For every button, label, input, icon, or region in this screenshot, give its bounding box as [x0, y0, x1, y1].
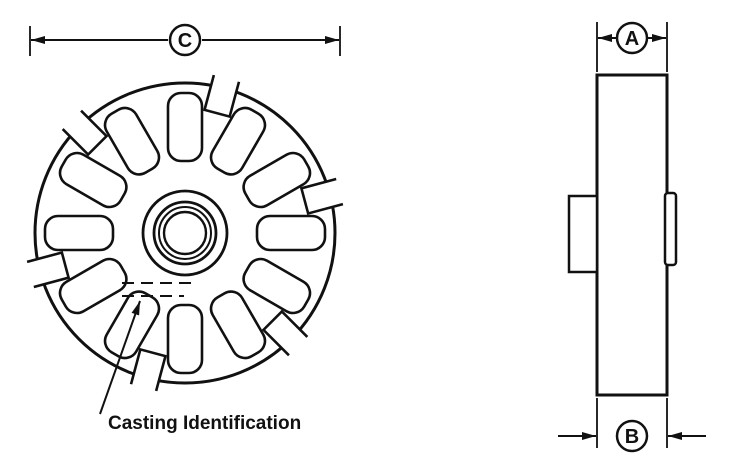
dimension-a: A — [596, 21, 668, 72]
dim-a-label: A — [625, 28, 639, 50]
side-view-wheel — [567, 73, 678, 397]
dim-c-label: C — [178, 30, 192, 52]
dimension-b: B — [558, 398, 706, 453]
side-view-body — [595, 73, 669, 397]
casting-id-leader-line — [99, 300, 141, 415]
dimension-b-balloon — [615, 419, 649, 453]
casting-identification-label: Casting Identification — [108, 413, 301, 434]
front-view-wheel — [25, 73, 345, 393]
casting-id-marks — [122, 282, 194, 297]
dimension-a-balloon — [615, 21, 649, 55]
dim-b-label: B — [625, 426, 639, 448]
dimension-c-balloon — [168, 23, 202, 57]
wheel-hub — [141, 189, 229, 277]
side-view-hub-boss — [567, 194, 599, 274]
dimension-c: C — [29, 23, 341, 57]
side-view-flange-bump — [663, 191, 678, 267]
